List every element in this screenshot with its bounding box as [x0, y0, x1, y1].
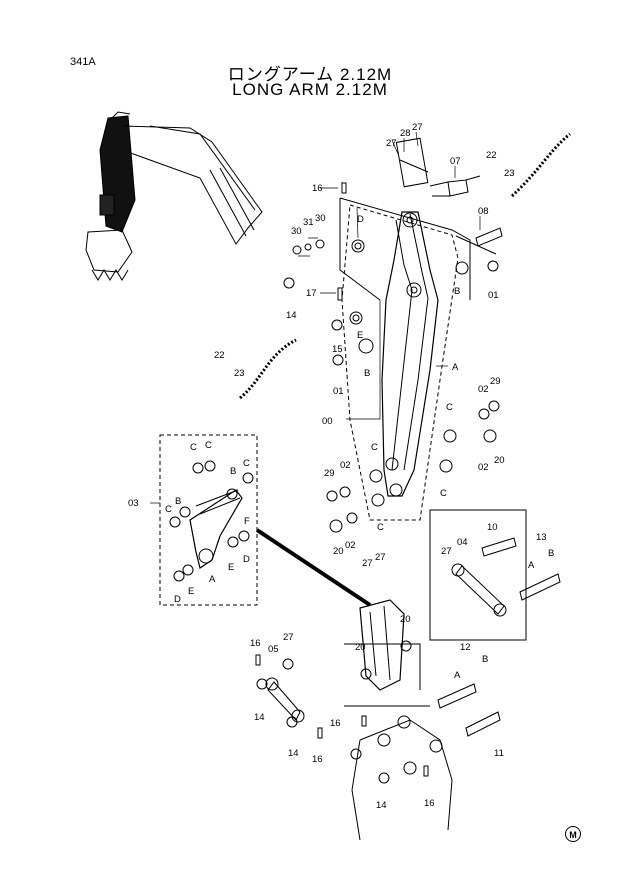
label-letter-C: C — [243, 458, 250, 469]
label-letter-B: B — [454, 286, 460, 297]
label-letter-A: A — [209, 574, 216, 585]
label-letter-D: D — [174, 594, 181, 605]
label-part-04: 04 — [457, 537, 468, 548]
label-part-14: 14 — [286, 310, 297, 321]
label-part-13: 13 — [536, 532, 547, 543]
label-letter-C: C — [165, 504, 172, 515]
label-part-27: 27 — [441, 546, 452, 557]
label-part-23: 23 — [234, 368, 245, 379]
label-part-29: 29 — [324, 468, 335, 479]
label-part-02: 02 — [478, 462, 489, 473]
label-letter-C: C — [190, 442, 197, 453]
bucket-outline — [350, 715, 453, 841]
label-part-22: 22 — [486, 150, 497, 161]
label-part-27: 27 — [375, 552, 386, 563]
label-letter-B: B — [482, 654, 488, 665]
link-detail-box — [159, 434, 258, 606]
label-part-14: 14 — [376, 800, 387, 811]
title-japanese: ロングアーム 2.12M — [227, 65, 393, 84]
label-letter-F: F — [244, 516, 250, 527]
label-letter-B: B — [230, 466, 236, 477]
label-part-27: 27 — [362, 558, 373, 569]
lower-linkage — [255, 509, 561, 777]
label-part-20: 20 — [494, 455, 505, 466]
label-part-14: 14 — [288, 748, 299, 759]
label-part-30: 30 — [315, 213, 326, 224]
label-part-20: 20 — [333, 546, 344, 557]
label-part-01: 01 — [333, 386, 344, 397]
part-labels: 27 28 27 07 22 23 16 08 30 31 30 D B 01 … — [128, 122, 554, 811]
label-part-05: 05 — [268, 644, 279, 655]
label-part-31: 31 — [303, 217, 314, 228]
arm-assembly-outline — [341, 204, 459, 521]
label-letter-D: D — [243, 554, 250, 565]
label-part-11: 11 — [494, 748, 504, 759]
label-part-22: 22 — [214, 350, 225, 361]
label-part-20: 20 — [355, 642, 366, 653]
label-letter-B: B — [175, 496, 181, 507]
label-letter-E: E — [228, 562, 234, 573]
label-part-30: 30 — [291, 226, 302, 237]
label-part-14: 14 — [254, 712, 265, 723]
label-part-16: 16 — [424, 798, 435, 809]
label-part-12: 12 — [460, 642, 471, 653]
label-part-15: 15 — [332, 344, 343, 355]
label-part-07: 07 — [450, 156, 461, 167]
label-part-28: 28 — [400, 128, 411, 139]
label-part-02: 02 — [478, 384, 489, 395]
label-part-23: 23 — [504, 168, 515, 179]
label-part-27: 27 — [283, 632, 294, 643]
label-part-17: 17 — [306, 288, 317, 299]
label-letter-B: B — [364, 368, 370, 379]
label-part-02: 02 — [345, 540, 356, 551]
label-letter-A: A — [528, 560, 535, 571]
label-letter-C: C — [377, 522, 384, 533]
label-letter-E: E — [357, 330, 363, 341]
hoses — [239, 132, 571, 400]
label-letter-C: C — [205, 440, 212, 451]
excavator-thumbnail — [85, 111, 263, 281]
label-part-01: 01 — [488, 290, 499, 301]
label-letter-B: B — [548, 548, 554, 559]
label-letter-D: D — [357, 214, 364, 225]
label-part-08: 08 — [478, 206, 489, 217]
label-letter-C: C — [440, 488, 447, 499]
label-part-10: 10 — [487, 522, 498, 533]
label-part-20: 20 — [400, 614, 411, 625]
page-code: 341A — [70, 56, 96, 68]
label-letter-A: A — [454, 670, 461, 681]
maker-mark: M — [565, 826, 581, 842]
label-part-16: 16 — [312, 183, 323, 194]
arm-pins — [283, 137, 503, 533]
title-english: LONG ARM 2.12M — [232, 80, 388, 99]
label-part-29: 29 — [490, 376, 501, 387]
label-part-27: 27 — [412, 122, 423, 133]
label-letter-C: C — [446, 402, 453, 413]
label-part-00: 00 — [322, 416, 333, 427]
label-part-02: 02 — [340, 460, 351, 471]
label-letter-C: C — [371, 442, 378, 453]
label-part-16: 16 — [330, 718, 341, 729]
label-part-27: 27 — [386, 138, 397, 149]
label-part-16: 16 — [312, 754, 323, 765]
label-letter-E: E — [188, 586, 194, 597]
label-part-03: 03 — [128, 498, 139, 509]
label-part-16: 16 — [250, 638, 261, 649]
leader-lines — [150, 131, 481, 504]
detail-leader — [255, 528, 372, 607]
arm-body — [339, 197, 471, 497]
label-letter-A: A — [452, 362, 459, 373]
